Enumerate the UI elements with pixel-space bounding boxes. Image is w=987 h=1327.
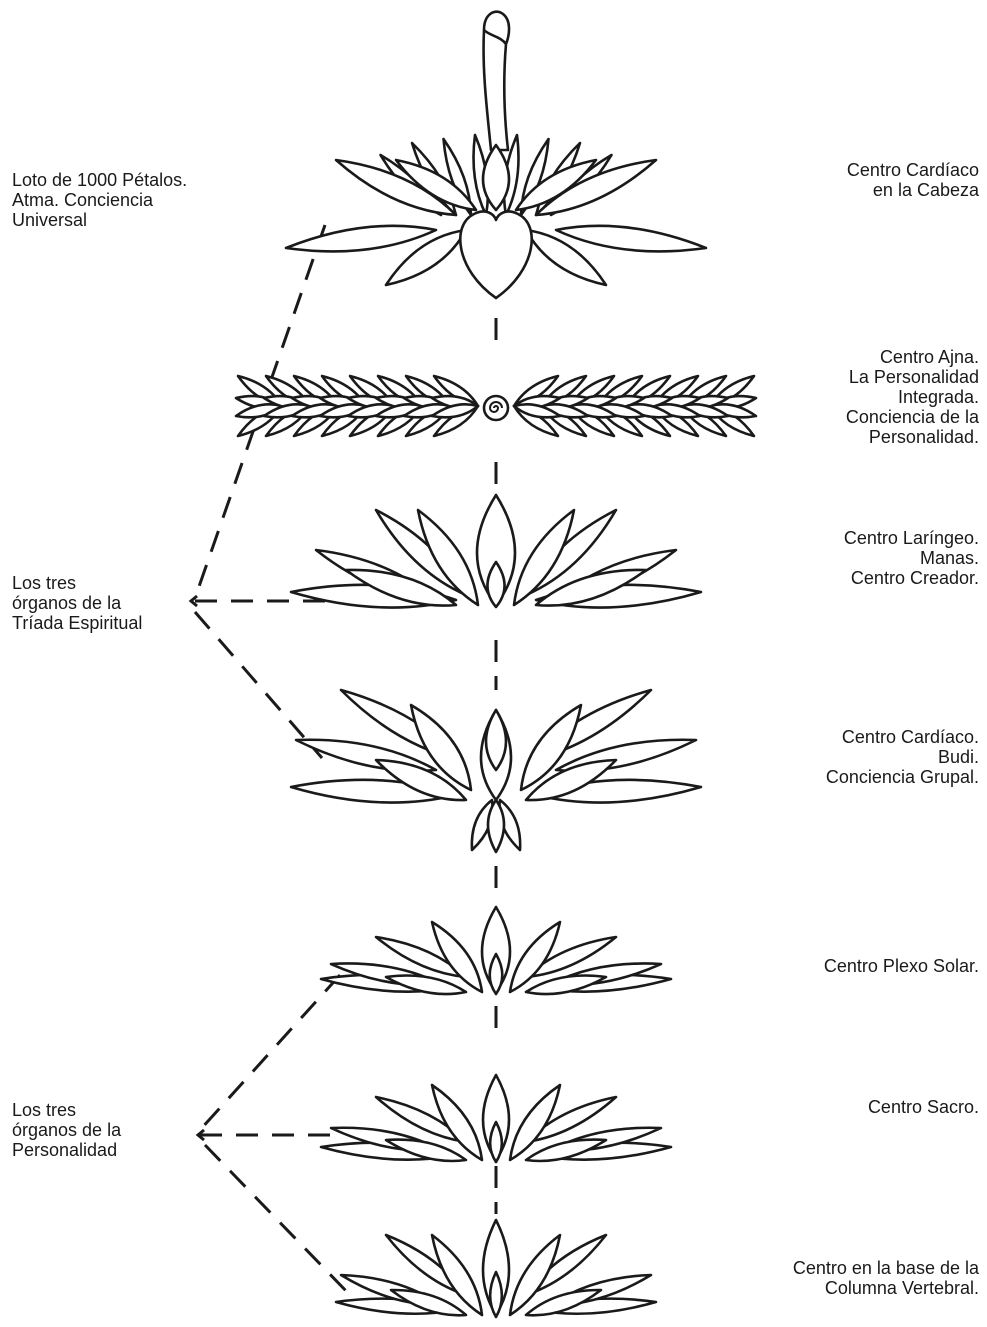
inner-bud <box>490 1122 502 1162</box>
lotus-flowers <box>236 135 756 1317</box>
label-ajna-center: Centro Ajna. La Personalidad Integrada. … <box>846 347 979 447</box>
label-personality-group: Los tres órganos de la Personalidad <box>12 1100 121 1160</box>
drop-petal-center <box>488 800 504 852</box>
side-petal-left <box>286 226 436 252</box>
thousand-petal-lotus <box>286 135 706 298</box>
label-sacral-center: Centro Sacro. <box>868 1097 979 1117</box>
connector-lower-triad <box>195 612 322 758</box>
side-petal-right <box>556 226 706 252</box>
inner-bud <box>490 1272 502 1317</box>
inner-bud <box>490 954 503 994</box>
base-lotus <box>336 1220 656 1317</box>
label-heart-center: Centro Cardíaco. Budi. Conciencia Grupal… <box>826 727 979 787</box>
connector-upper-personality <box>200 975 340 1130</box>
solar-plexus-lotus <box>321 907 671 994</box>
spiral-icon <box>484 396 508 420</box>
heart-lotus <box>291 690 701 852</box>
ajna-wing-left <box>236 376 478 436</box>
throat-lotus <box>291 495 701 608</box>
ajna-wing-right <box>514 376 756 436</box>
sacral-lotus <box>321 1075 671 1162</box>
label-head-heart-center: Centro Cardíaco en la Cabeza <box>847 160 979 200</box>
group-connector-lines <box>191 225 350 1295</box>
label-base-center: Centro en la base de la Columna Vertebra… <box>793 1258 979 1298</box>
connector-lower-personality <box>205 1145 350 1295</box>
label-throat-center: Centro Laríngeo. Manas. Centro Creador. <box>844 528 979 588</box>
label-thousand-petal-lotus: Loto de 1000 Pétalos. Atma. Conciencia U… <box>12 170 187 230</box>
label-solar-plexus-center: Centro Plexo Solar. <box>824 956 979 976</box>
label-spiritual-triad-group: Los tres órganos de la Tríada Espiritual <box>12 573 142 633</box>
heart-petal <box>460 212 531 298</box>
ajna-lotus <box>236 376 756 436</box>
